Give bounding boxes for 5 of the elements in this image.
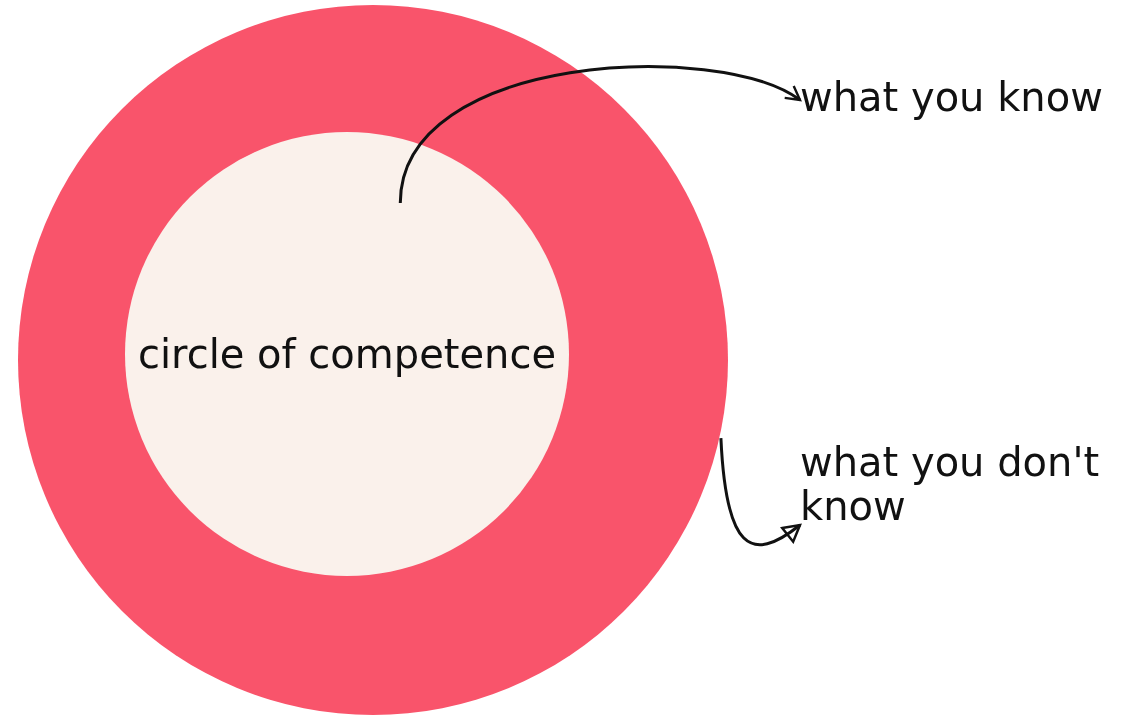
note-text: what you know [800,74,1103,120]
curved-arrow [398,65,802,204]
note-text: what you don't know [800,439,1100,529]
circle-label: circle of competence [137,332,556,376]
curved-arrow [719,438,802,546]
